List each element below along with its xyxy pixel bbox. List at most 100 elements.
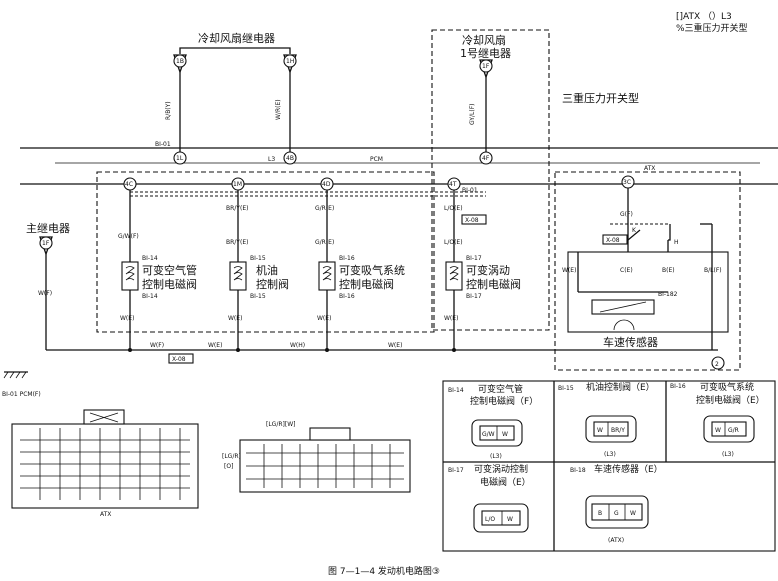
pcm-pin-4b-label: 4B xyxy=(286,155,294,162)
ground-pin-2-label: 2 xyxy=(715,361,719,368)
connector-tag-x08-a xyxy=(461,214,487,225)
connector-tag-x08-b-label: X-08 xyxy=(606,237,620,244)
chassis-ground-hatch-4 xyxy=(21,371,27,379)
pcm-pin-1l-label: 1L xyxy=(176,155,184,162)
pcm-connector-pin-grid xyxy=(20,428,190,500)
chassis-ground-hatch-1 xyxy=(3,371,9,379)
panel-bi17-code: BI-17 xyxy=(448,467,464,474)
vis-wire-color-mid: G/R(E) xyxy=(315,239,334,246)
vis-valve-coil-winding xyxy=(322,266,332,281)
panel-bi14-note: (L3) xyxy=(490,453,502,460)
connector-tag-x08-a-label: X-08 xyxy=(465,217,479,224)
main-relay-pin-label: 1F xyxy=(42,240,50,247)
mid-connector-tag: [LG/R][W] xyxy=(266,421,295,428)
ground-wire-color-4: W(E) xyxy=(388,342,402,349)
ss-wire-c-label: C(E) xyxy=(620,267,633,274)
panel-bi15-code: BI-15 xyxy=(558,385,574,392)
bus-pcm-label: PCM xyxy=(370,156,383,163)
fan1-relay-label-a: 冷却风扇 xyxy=(462,33,506,47)
mid-connector-side-2: [O] xyxy=(224,463,233,470)
panel-bi14-name-a: 可变空气管 xyxy=(478,383,523,395)
junction-dot-oil xyxy=(236,348,240,352)
mid-connector-pin-grid xyxy=(246,444,404,488)
vat-wire-color-top: G/W(F) xyxy=(118,233,139,240)
main-relay-pin-circle xyxy=(39,236,53,250)
vis-wire-color-bottom: W(E) xyxy=(317,315,331,322)
panel-bi18-pin-3: W xyxy=(630,510,636,517)
junction-dot-vat xyxy=(128,348,132,352)
swirl-valve-coil-winding xyxy=(449,266,459,281)
pcm-pin-4f xyxy=(479,151,493,165)
oil-name-b: 控制阀 xyxy=(256,277,289,291)
ss-wire-bl-label: B/L(F) xyxy=(704,267,722,274)
mid-connector-latch xyxy=(309,427,351,441)
pcm-pin-4c-label: 4C xyxy=(125,181,133,188)
ss-code: BI-182 xyxy=(658,291,678,298)
pcm-pin-1l xyxy=(173,151,187,165)
oil-code-top: BI-15 xyxy=(250,255,266,262)
swirl-code-bottom: BI-17 xyxy=(466,293,482,300)
swirl-wire-color-top: L/O(E) xyxy=(444,205,463,212)
fan1-relay-box xyxy=(431,29,550,331)
panel-bi15-note: (L3) xyxy=(604,451,616,458)
fan-relay-pin-left-circle xyxy=(173,54,187,68)
bus-connector-code-side: BI-01 xyxy=(462,187,478,194)
l3-valve-group-box xyxy=(96,171,435,333)
panel-bi15: BI-15 机油控制阀（E） W BR/Y (L3) xyxy=(558,381,655,458)
ss-wire-b-label: B(E) xyxy=(662,267,675,274)
panel-bi15-name: 机油控制阀（E） xyxy=(586,381,655,393)
ss-crossover xyxy=(627,229,641,241)
panel-bi17-pin-1: L/O xyxy=(485,516,495,523)
panel-bi14-name-b: 控制电磁阀（F） xyxy=(470,395,538,407)
pcm-pin-3c-label: 3C xyxy=(623,179,631,186)
speed-sensor-label: 车速传感器 xyxy=(603,335,658,349)
speed-sensor-gear-icon xyxy=(613,319,635,331)
legend-line-1: []ATX （）L3 xyxy=(676,11,732,22)
panel-bi14-pin-2: W xyxy=(502,431,508,438)
panel-bi14: BI-14 可变空气管 控制电磁阀（F） G/W W (L3) xyxy=(448,383,538,460)
speed-sensor-element xyxy=(599,301,647,313)
ground-wire-color-3: W(H) xyxy=(290,342,305,349)
connector-tag-x08-c xyxy=(168,353,194,364)
panel-bi14-code: BI-14 xyxy=(448,387,464,394)
oil-wire-color-bottom: W(E) xyxy=(228,315,242,322)
figure-caption: 图 7—1—4 发动机电路图③ xyxy=(328,565,440,577)
fan-relay-wire-right-color: W/R(E) xyxy=(275,99,282,120)
vis-name-b: 控制电磁阀 xyxy=(339,277,394,291)
panel-bi17-name-b: 电磁阀（E） xyxy=(480,476,531,488)
oil-code-bottom: BI-15 xyxy=(250,293,266,300)
main-relay-label: 主继电器 xyxy=(26,222,70,235)
pcm-connector-atx: ATX xyxy=(100,511,111,518)
panel-bi16-pin-1: W xyxy=(715,427,721,434)
legend-line-2: %三重压力开关型 xyxy=(676,22,748,34)
panel-bi16-code: BI-16 xyxy=(670,383,686,390)
panel-bi18-name: 车速传感器（E） xyxy=(594,463,663,475)
bus-l3-label: L3 xyxy=(268,156,275,163)
mid-connector-side-1: [LG/R] xyxy=(222,453,241,460)
fan1-relay-pin-circle xyxy=(479,59,493,73)
panel-bi18-note: (ATX) xyxy=(608,537,624,544)
oil-wire-color-top: BR/Y(E) xyxy=(226,205,248,212)
panel-bi15-pin-1: W xyxy=(597,427,603,434)
pcm-pin-4d-label: 4D xyxy=(322,181,331,188)
bus-atx-label: ATX xyxy=(644,165,655,172)
panel-bi17-pin-2: W xyxy=(507,516,513,523)
vis-name-a: 可变吸气系统 xyxy=(339,263,405,277)
ss-wire-w-label: W(E) xyxy=(562,267,576,274)
ground-pin-2 xyxy=(711,356,725,370)
pcm-pin-4t-label: 4T xyxy=(449,181,457,188)
pcm-connector-latch-x2 xyxy=(89,412,119,423)
panel-bi14-pin-1: G/W xyxy=(482,431,495,438)
connector-tag-x08-b xyxy=(602,234,628,245)
swirl-wire-color-mid: L/O(E) xyxy=(444,239,463,246)
fan-relay-pin-left-label: 1B xyxy=(176,58,184,65)
panel-bi16-name-a: 可变吸气系统 xyxy=(700,381,754,393)
ss-wire-color-top: G(F) xyxy=(620,211,633,218)
fan1-relay-label-b: 1号继电器 xyxy=(460,47,511,60)
junction-dot-vis xyxy=(325,348,329,352)
panel-bi18-pin-1: B xyxy=(598,510,602,517)
oil-name-a: 机油 xyxy=(256,263,278,277)
bus-connector-code: BI-01 xyxy=(155,141,171,148)
pcm-connector-title: BI-01 PCM(F) xyxy=(2,391,41,398)
